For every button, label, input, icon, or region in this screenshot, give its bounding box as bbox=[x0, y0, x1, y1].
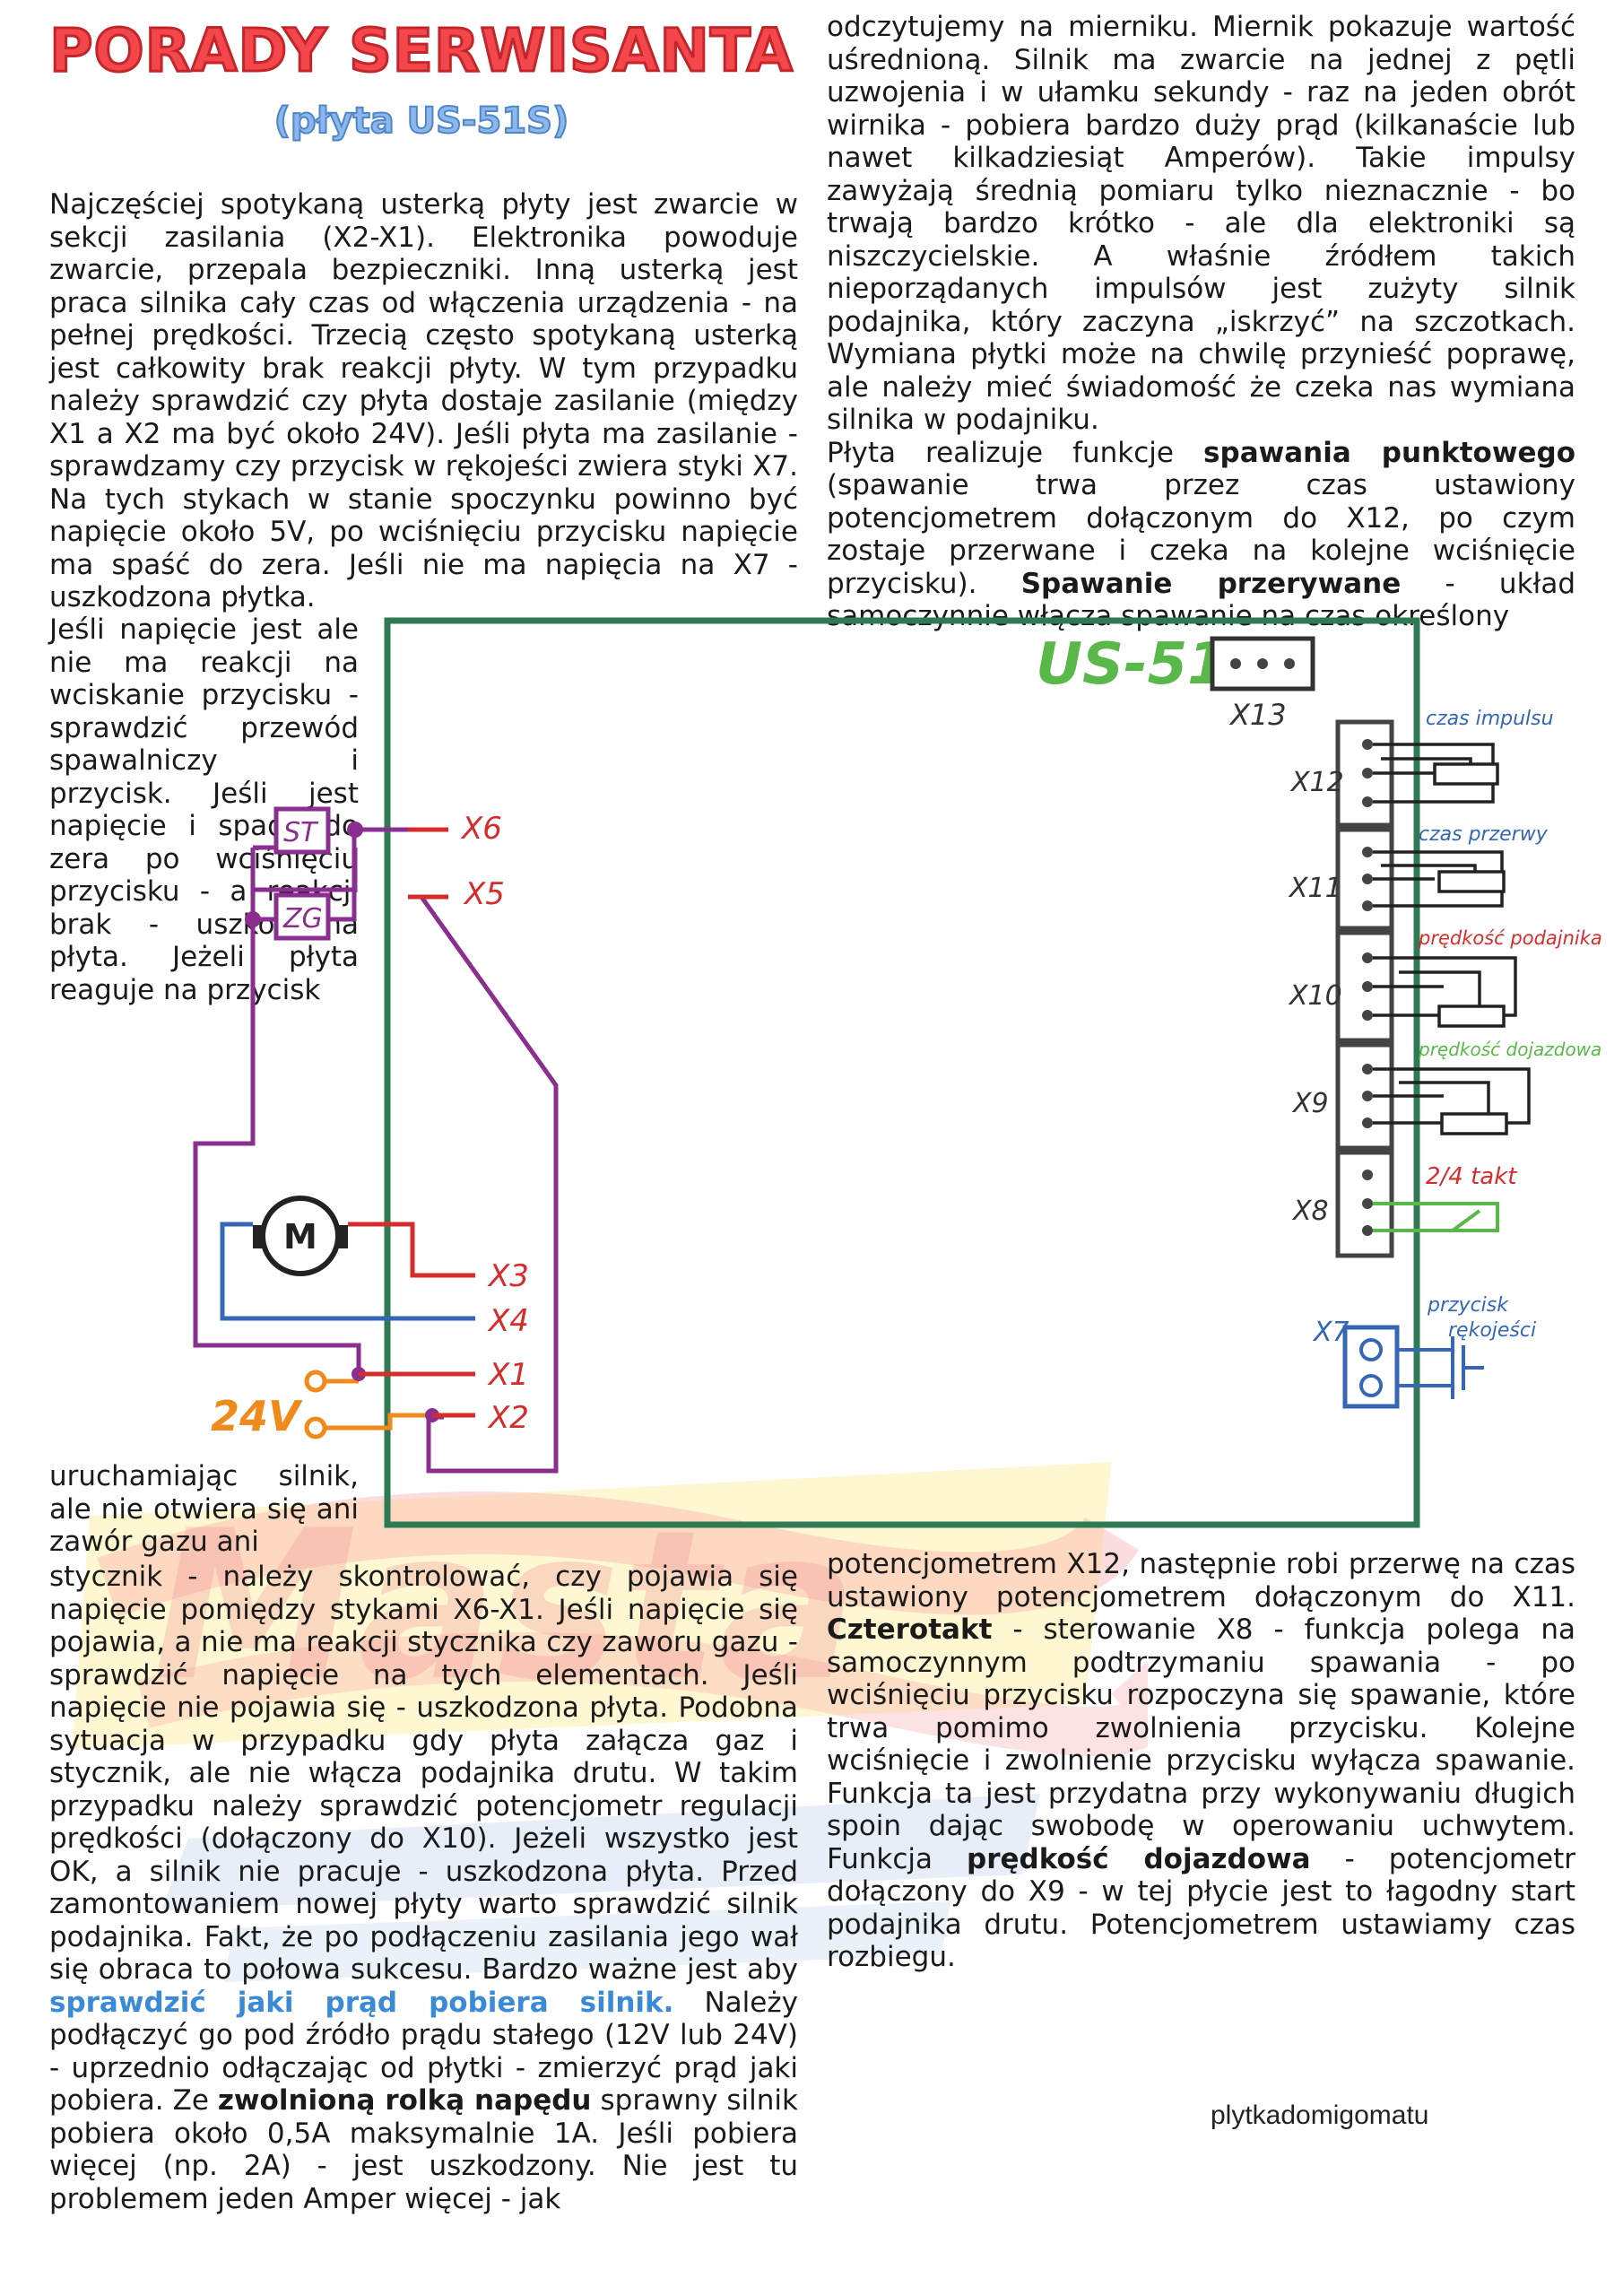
x8-label: X8 bbox=[1291, 1196, 1329, 1227]
x7-connector: X7 bbox=[1312, 1317, 1484, 1409]
text-block: odczytujemy na mierniku. Miernik pokazuj… bbox=[827, 11, 1575, 436]
x5-label: X5 bbox=[463, 876, 505, 912]
text-span: Płyta realizuje funkcje bbox=[827, 436, 1174, 469]
x3-label: X3 bbox=[487, 1258, 529, 1294]
left-paragraph-3: uruchamiając silnik, ale nie otwiera się… bbox=[49, 1460, 359, 1559]
text-block: Najczęściej spotykaną usterką płyty jest… bbox=[49, 188, 798, 613]
potentiometer-x12 bbox=[1373, 743, 1499, 804]
potentiometer-x9 bbox=[1373, 1067, 1531, 1135]
voltage-label: 24V bbox=[211, 1392, 303, 1440]
text-span: stycznik - należy skontrolować, czy poja… bbox=[49, 1561, 798, 1986]
potentiometer-x11 bbox=[1373, 850, 1506, 908]
bold-text: spawania punktowego bbox=[1203, 436, 1575, 469]
right-paragraph-1: odczytujemy na mierniku. Miernik pokazuj… bbox=[827, 11, 1575, 633]
x10-label: X10 bbox=[1288, 980, 1342, 1012]
bold-text: prędkość dojazdowa bbox=[967, 1842, 1311, 1875]
bold-text: Spawanie przerywane bbox=[1020, 567, 1402, 600]
motor-label: M bbox=[283, 1217, 317, 1257]
text-span: - układ samoczynnie włącza spawanie na c… bbox=[827, 567, 1575, 633]
x9-label: X9 bbox=[1291, 1088, 1329, 1119]
x8-connector: X8 bbox=[1291, 1150, 1394, 1258]
x6-label: X6 bbox=[460, 811, 502, 847]
predkosc-dojazdowa-label: prędkość dojazdowa bbox=[1418, 1039, 1601, 1060]
st-label: ST bbox=[283, 817, 319, 848]
watermark-logo: Masta bbox=[72, 1462, 1148, 1982]
czas-impulsu-label: czas impulsu bbox=[1426, 708, 1554, 730]
x9-connector: X9 bbox=[1291, 1042, 1394, 1151]
predkosc-podajnika-label: prędkość podajnika bbox=[1418, 927, 1602, 949]
x7-label: X7 bbox=[1312, 1317, 1350, 1348]
text-span: sprawny silnik pobiera około 0,5A maksym… bbox=[49, 2084, 798, 2215]
left-paragraph-1: Najczęściej spotykaną usterką płyty jest… bbox=[49, 188, 798, 614]
left-paragraph-4: stycznik - należy skontrolować, czy poja… bbox=[49, 1561, 798, 2215]
text-span: - potencjometr dołączony do X9 - w tej p… bbox=[827, 1842, 1575, 1974]
bold-text: zwolnioną rolką napędu bbox=[217, 2084, 592, 2117]
text-span: (spawanie trwa przez czas ustawiony pote… bbox=[827, 469, 1575, 600]
bold-text: Czterotakt bbox=[827, 1613, 993, 1646]
takt-switch bbox=[1373, 1202, 1499, 1232]
x12-label: X12 bbox=[1289, 767, 1344, 798]
rekojesci-label: rękojeści bbox=[1448, 1319, 1536, 1342]
supply-wires bbox=[304, 1370, 432, 1439]
page-subtitle: (płyta US-51S) bbox=[273, 100, 570, 143]
text-span: - sterowanie X8 - funkcja polega na samo… bbox=[827, 1613, 1575, 1875]
st-relay bbox=[273, 806, 331, 855]
text-block: uruchamiając silnik, ale nie otwiera się… bbox=[49, 1460, 359, 1558]
motor-red-wire bbox=[348, 1222, 475, 1278]
x2-label: X2 bbox=[487, 1400, 529, 1436]
page-title: Porady serwisanta bbox=[48, 15, 794, 87]
footer-text: plytkadomigomatu bbox=[1211, 2100, 1429, 2130]
x13-label: X13 bbox=[1228, 698, 1287, 732]
text-block: potencjometrem X12, następnie robi przer… bbox=[827, 1548, 1575, 1974]
x4-label: X4 bbox=[487, 1303, 529, 1339]
przycisk-label: przycisk bbox=[1427, 1294, 1509, 1317]
zg-valve bbox=[273, 892, 331, 941]
highlight-text: sprawdzić jaki prąd pobiera silnik. bbox=[49, 1986, 674, 2019]
x1-label: X1 bbox=[487, 1357, 529, 1393]
motor-blue-wire bbox=[220, 1222, 475, 1321]
right-paragraph-3: potencjometrem X12, następnie robi przer… bbox=[827, 1548, 1575, 1974]
zg-label: ZG bbox=[282, 903, 323, 935]
x11-label: X11 bbox=[1288, 873, 1342, 904]
text-span: potencjometrem X12, następnie robi przer… bbox=[827, 1548, 1575, 1613]
text-span: Należy podłączyć go pod źródło prądu sta… bbox=[49, 1986, 798, 2118]
text-block: Płyta realizuje funkcje spawania punktow… bbox=[827, 437, 1575, 633]
board-outline bbox=[384, 617, 1420, 1528]
text-block: stycznik - należy skontrolować, czy poja… bbox=[49, 1561, 798, 2215]
takt-label: 2/4 takt bbox=[1426, 1163, 1517, 1190]
motor-icon: M bbox=[253, 1196, 348, 1276]
x12-connector: X12 bbox=[1289, 719, 1394, 828]
potentiometer-x10 bbox=[1373, 956, 1517, 1028]
czas-przerwy-label: czas przerwy bbox=[1419, 823, 1549, 846]
